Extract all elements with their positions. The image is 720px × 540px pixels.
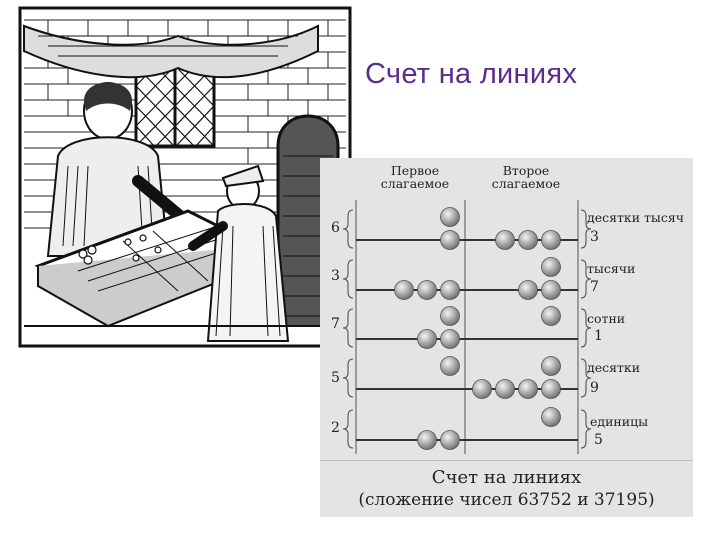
place-label-row5: единицы xyxy=(590,414,649,429)
place-label-row3: сотни xyxy=(587,311,626,326)
bead-first-row2-1 xyxy=(394,280,414,300)
bead-first-above-row1 xyxy=(440,207,460,227)
place-value-row1: 3 xyxy=(590,229,599,245)
right-brace-row2 xyxy=(580,259,592,299)
left-brace-row3 xyxy=(342,308,354,348)
bead-first-row2-2 xyxy=(417,280,437,300)
header-second-addend: Второе слагаемое xyxy=(480,164,572,190)
counting-board xyxy=(342,200,592,454)
left-digit-row5: 2 xyxy=(331,420,340,436)
left-brace-row4 xyxy=(342,358,354,398)
left-digit-row1: 6 xyxy=(331,220,340,236)
left-brace-row2 xyxy=(342,259,354,299)
left-brace-row5 xyxy=(342,409,354,449)
counting-lines-diagram: Первое слагаемое Второе слагаемое 6 3 7 … xyxy=(320,158,693,517)
bead-first-above-row4 xyxy=(440,356,460,376)
bead-second-row4-4 xyxy=(541,379,561,399)
bead-second-above-row5 xyxy=(541,407,561,427)
header-first-line2: слагаемое xyxy=(380,176,450,191)
bead-second-row1-2 xyxy=(518,230,538,250)
bead-first-row1-1 xyxy=(440,230,460,250)
place-value-row5: 5 xyxy=(594,432,603,448)
bead-first-row2-3 xyxy=(440,280,460,300)
left-digit-row2: 3 xyxy=(331,268,340,284)
bead-first-above-row3 xyxy=(440,306,460,326)
place-label-row4: десятки xyxy=(587,360,641,375)
place-value-row3: 1 xyxy=(594,328,603,344)
header-first-addend: Первое слагаемое xyxy=(370,164,460,190)
diagram-caption: Счет на линиях (сложение чисел 63752 и 3… xyxy=(320,460,693,517)
place-value-row4: 9 xyxy=(590,380,599,396)
caption-line1: Счет на линиях xyxy=(431,467,582,488)
bead-second-above-row2 xyxy=(541,257,561,277)
bead-second-row4-1 xyxy=(472,379,492,399)
bead-second-above-row3 xyxy=(541,306,561,326)
header-second-line2: слагаемое xyxy=(491,176,561,191)
bead-second-row4-2 xyxy=(495,379,515,399)
left-digit-row4: 5 xyxy=(331,370,340,386)
bead-second-row1-3 xyxy=(541,230,561,250)
right-brace-row3 xyxy=(580,308,592,348)
bead-second-row1-1 xyxy=(495,230,515,250)
slide-title: Счет на линиях xyxy=(365,58,578,90)
bead-second-row2-2 xyxy=(541,280,561,300)
caption-line2: (сложение чисел 63752 и 37195) xyxy=(358,490,655,510)
bead-second-row4-3 xyxy=(518,379,538,399)
right-brace-row5 xyxy=(580,409,592,449)
place-label-row2: тысячи xyxy=(587,261,636,276)
woodcut-illustration xyxy=(18,6,354,351)
bead-first-row5-2 xyxy=(440,430,460,450)
bead-first-row3-1 xyxy=(417,329,437,349)
header-second-line1: Второе xyxy=(502,163,550,178)
bead-second-row2-1 xyxy=(518,280,538,300)
bead-first-row3-2 xyxy=(440,329,460,349)
bead-first-row5-1 xyxy=(417,430,437,450)
place-label-row1: десятки тысяч xyxy=(587,210,685,225)
right-brace-row4 xyxy=(580,358,592,398)
left-brace-row1 xyxy=(342,209,354,249)
left-digit-row3: 7 xyxy=(331,316,340,332)
header-first-line1: Первое xyxy=(390,163,440,178)
bead-second-above-row4 xyxy=(541,356,561,376)
right-brace-row1 xyxy=(580,209,592,249)
place-value-row2: 7 xyxy=(590,279,599,295)
